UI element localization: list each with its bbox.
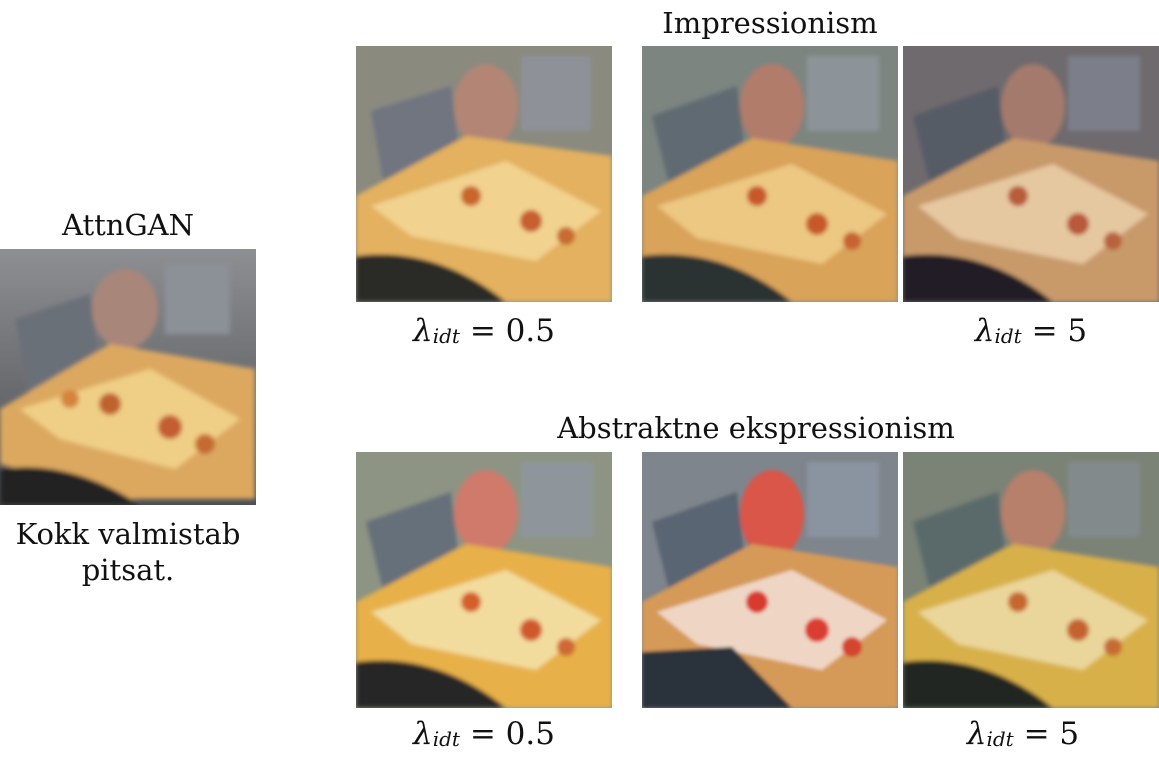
lambda-value: = 5 bbox=[1031, 313, 1088, 349]
lambda-subscript: idt bbox=[994, 324, 1022, 348]
lambda-symbol: λ bbox=[974, 313, 995, 349]
impressionism-lambda-left: λidt = 0.5 bbox=[356, 313, 612, 349]
abstract-image-lambda-0.5 bbox=[356, 452, 612, 708]
abstract-title: Abstraktne ekspressionism bbox=[557, 411, 955, 445]
abstract-image-middle bbox=[642, 452, 898, 708]
abstract-lambda-right: λidt = 5 bbox=[895, 716, 1151, 752]
impressionism-title: Impressionism bbox=[662, 6, 878, 40]
impressionism-image-lambda-0.5 bbox=[356, 46, 612, 302]
impressionism-image-middle bbox=[642, 46, 898, 302]
abstract-image-lambda-5 bbox=[903, 452, 1159, 708]
lambda-subscript: idt bbox=[432, 324, 460, 348]
lambda-subscript: idt bbox=[986, 727, 1014, 751]
attngan-image bbox=[0, 249, 256, 505]
lambda-subscript: idt bbox=[432, 727, 460, 751]
lambda-value: = 0.5 bbox=[469, 716, 555, 752]
lambda-value: = 5 bbox=[1023, 716, 1080, 752]
attngan-caption-line1: Kokk valmistab bbox=[15, 517, 241, 551]
impressionism-image-lambda-5 bbox=[903, 46, 1159, 302]
lambda-symbol: λ bbox=[413, 716, 433, 752]
attngan-caption-line2: pitsat. bbox=[81, 553, 175, 587]
attngan-title: AttnGAN bbox=[62, 208, 194, 242]
lambda-symbol: λ bbox=[413, 313, 433, 349]
lambda-symbol: λ bbox=[966, 716, 987, 752]
abstract-lambda-left: λidt = 0.5 bbox=[356, 716, 612, 752]
lambda-value: = 0.5 bbox=[469, 313, 555, 349]
impressionism-lambda-right: λidt = 5 bbox=[903, 313, 1159, 349]
